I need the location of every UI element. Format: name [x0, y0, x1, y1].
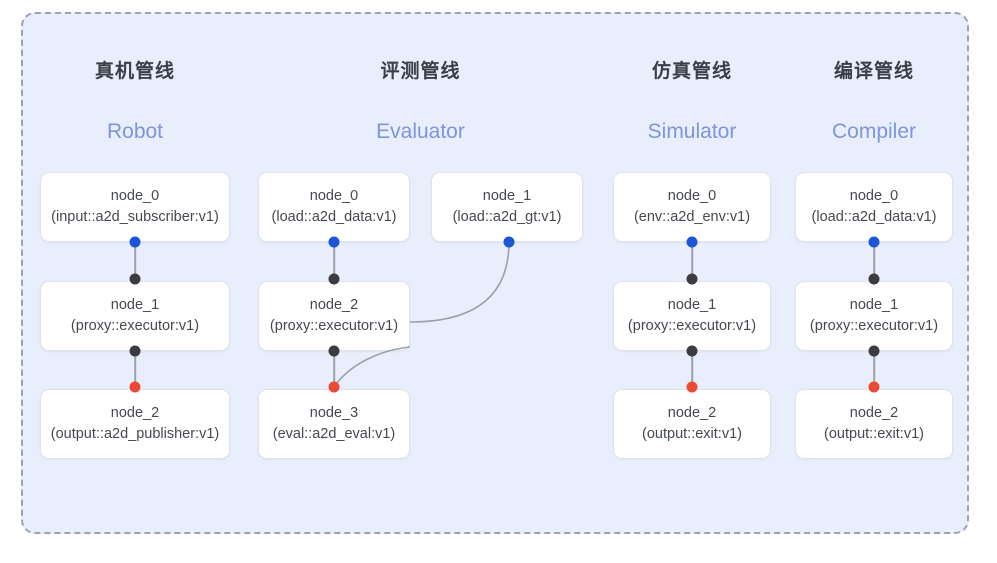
node-input-port-icon[interactable]	[868, 381, 880, 393]
node-type: (output::exit:v1)	[642, 426, 742, 442]
node-type: (output::exit:v1)	[824, 426, 924, 442]
node-output-port-icon[interactable]	[129, 345, 141, 357]
node-name: node_2	[110, 404, 160, 421]
node-name: node_1	[667, 296, 717, 313]
node-output-port-icon[interactable]	[129, 236, 141, 248]
node-name: node_0	[309, 187, 359, 204]
node-card[interactable]: node_2 (output::exit:v1)	[795, 389, 953, 459]
column-title-compiler: 编译管线	[833, 61, 914, 82]
node-name: node_1	[849, 296, 899, 313]
node-input-port-icon[interactable]	[129, 381, 141, 393]
edge-connector	[134, 242, 136, 281]
node-card[interactable]: node_1 (proxy::executor:v1)	[613, 281, 771, 351]
node-type: (proxy::executor:v1)	[627, 318, 757, 334]
node-card[interactable]: node_0 (input::a2d_subscriber:v1)	[40, 172, 230, 242]
node-name: node_2	[309, 296, 359, 313]
node-input-port-icon[interactable]	[686, 381, 698, 393]
node-card[interactable]: node_0 (env::a2d_env:v1)	[613, 172, 771, 242]
edge-connector	[873, 242, 875, 281]
node-name: node_1	[482, 187, 532, 204]
node-type: (proxy::executor:v1)	[70, 318, 200, 334]
edge-connector	[691, 351, 693, 389]
node-input-port-icon[interactable]	[868, 273, 880, 285]
pipeline-column-compiler: 编译管线 Compiler	[795, 0, 953, 563]
node-type: (load::a2d_data:v1)	[811, 209, 937, 225]
node-card[interactable]: node_1 (proxy::executor:v1)	[795, 281, 953, 351]
node-type: (eval::a2d_eval:v1)	[272, 426, 396, 442]
node-card[interactable]: node_2 (output::a2d_publisher:v1)	[40, 389, 230, 459]
node-output-port-icon[interactable]	[686, 236, 698, 248]
edge-connector	[873, 351, 875, 389]
node-output-port-icon[interactable]	[686, 345, 698, 357]
node-type: (env::a2d_env:v1)	[633, 209, 751, 225]
column-title-evaluator: 评测管线	[380, 61, 461, 82]
node-card[interactable]: node_1 (proxy::executor:v1)	[40, 281, 230, 351]
node-name: node_0	[667, 187, 717, 204]
node-input-port-icon[interactable]	[129, 273, 141, 285]
pipeline-column-robot: 真机管线 Robot	[40, 0, 230, 563]
column-subtitle-robot: Robot	[106, 120, 164, 143]
edge-connector	[333, 242, 335, 281]
node-output-port-icon[interactable]	[868, 345, 880, 357]
node-name: node_0	[849, 187, 899, 204]
node-output-port-icon[interactable]	[328, 236, 340, 248]
node-name: node_0	[110, 187, 160, 204]
column-subtitle-simulator: Simulator	[647, 120, 737, 143]
node-name: node_1	[110, 296, 160, 313]
pipeline-column-evaluator: 评测管线 Evaluator	[258, 0, 583, 563]
node-output-port-icon[interactable]	[503, 236, 515, 248]
edge-connector	[691, 242, 693, 281]
node-type: (proxy::executor:v1)	[269, 318, 399, 334]
node-type: (load::a2d_gt:v1)	[452, 209, 562, 225]
node-type: (output::a2d_publisher:v1)	[50, 426, 220, 442]
node-card[interactable]: node_0 (load::a2d_data:v1)	[258, 172, 410, 242]
node-card[interactable]: node_1 (load::a2d_gt:v1)	[431, 172, 583, 242]
node-type: (load::a2d_data:v1)	[271, 209, 397, 225]
node-name: node_2	[849, 404, 899, 421]
column-subtitle-compiler: Compiler	[831, 120, 917, 143]
node-type: (input::a2d_subscriber:v1)	[51, 209, 219, 225]
node-card[interactable]: node_2 (output::exit:v1)	[613, 389, 771, 459]
node-name: node_2	[667, 404, 717, 421]
column-title-simulator: 仿真管线	[651, 61, 732, 82]
node-output-port-icon[interactable]	[328, 345, 340, 357]
column-title-robot: 真机管线	[94, 61, 175, 82]
node-card[interactable]: node_3 (eval::a2d_eval:v1)	[258, 389, 410, 459]
node-card[interactable]: node_0 (load::a2d_data:v1)	[795, 172, 953, 242]
node-type: (proxy::executor:v1)	[809, 318, 939, 334]
pipeline-column-simulator: 仿真管线 Simulator	[613, 0, 771, 563]
edge-connector	[134, 351, 136, 389]
node-input-port-icon[interactable]	[328, 381, 340, 393]
node-output-port-icon[interactable]	[868, 236, 880, 248]
node-input-port-icon[interactable]	[686, 273, 698, 285]
node-card[interactable]: node_2 (proxy::executor:v1)	[258, 281, 410, 351]
node-input-port-icon[interactable]	[328, 273, 340, 285]
node-name: node_3	[309, 404, 359, 421]
column-subtitle-evaluator: Evaluator	[376, 120, 465, 143]
